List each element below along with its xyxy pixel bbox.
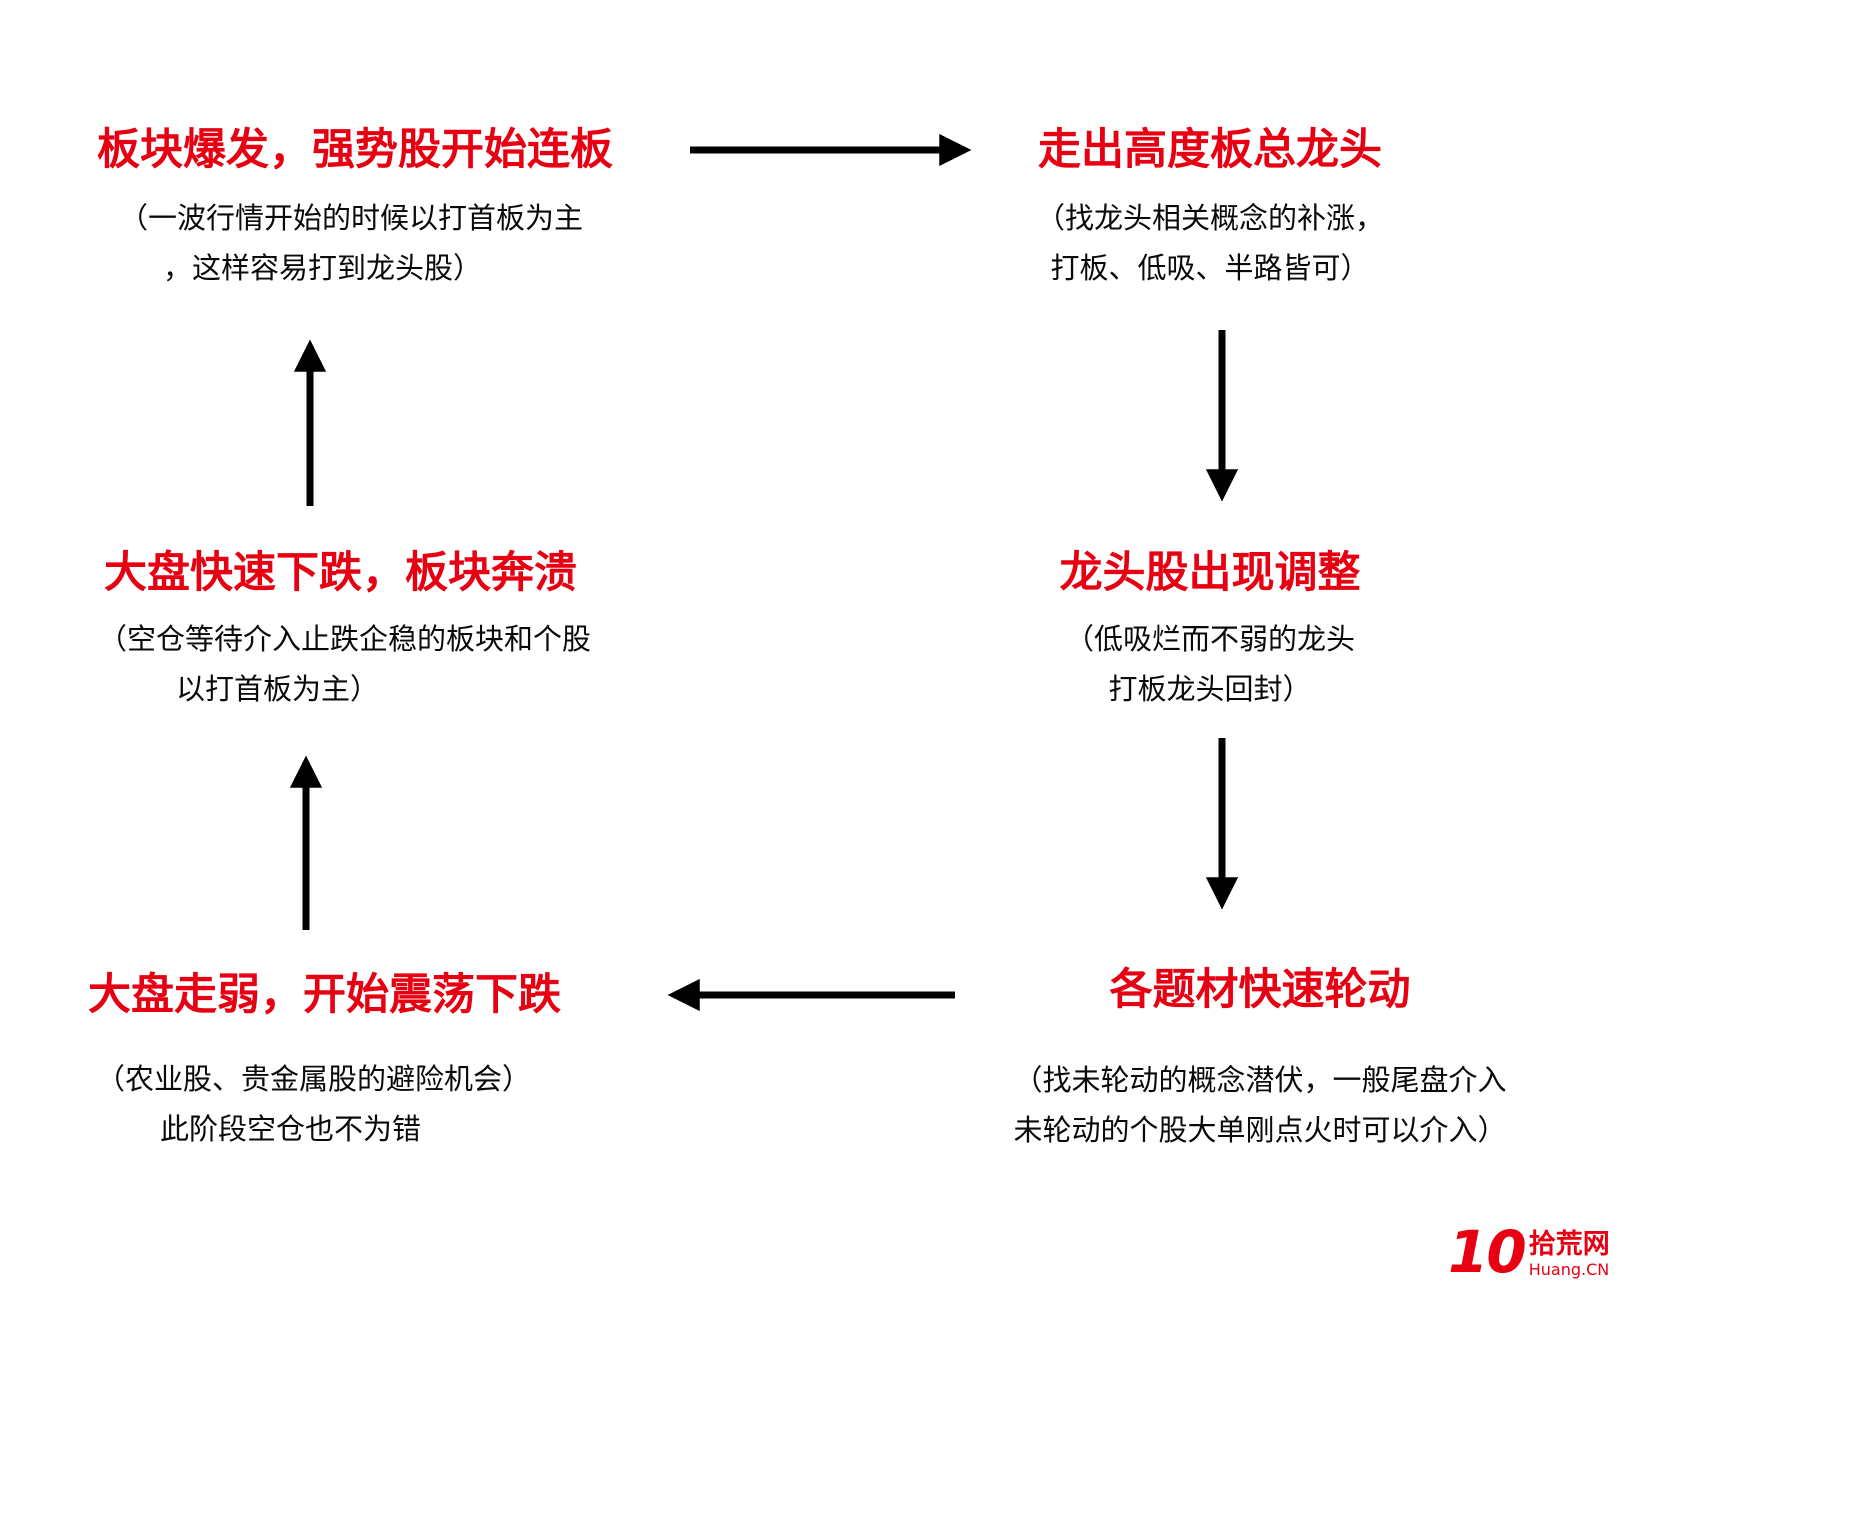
watermark-site-domain: Huang.CN <box>1528 1260 1610 1279</box>
node-subtitle-line: 打板龙头回封） <box>1108 672 1312 706</box>
node-themes-rotate: 各题材快速轮动 （找未轮动的概念潜伏，一般尾盘介入 未轮动的个股大单刚点火时可以… <box>975 955 1545 1155</box>
node-market-weakens: 大盘走弱，开始震荡下跌 （农业股、贵金属股的避险机会） 此阶段空仓也不为错 <box>88 960 618 1154</box>
watermark-text-column: 拾荒网 Huang.CN <box>1529 1230 1610 1280</box>
node-subtitle-line: 以打首板为主） <box>176 672 380 706</box>
node-title: 大盘快速下跌，板块奔溃 <box>104 548 577 598</box>
watermark: 10 拾荒网 Huang.CN <box>1448 1222 1610 1282</box>
node-subtitle-line: （空仓等待介入止跌企稳的板块和个股 <box>98 622 592 656</box>
node-sector-eruption: 板块爆发，强势股开始连板 （一波行情开始的时候以打首板为主 ，这样容易打到龙头股… <box>85 115 625 293</box>
node-subtitle-line: 此阶段空仓也不为错 <box>160 1112 422 1146</box>
node-subtitle-line: 打板、低吸、半路皆可） <box>1050 251 1370 285</box>
node-subtitle-line: ，这样容易打到龙头股） <box>163 251 483 285</box>
node-title: 板块爆发，强势股开始连板 <box>97 125 613 175</box>
node-title: 大盘走弱，开始震荡下跌 <box>88 970 561 1020</box>
node-market-crashes: 大盘快速下跌，板块奔溃 （空仓等待介入止跌企稳的板块和个股 以打首板为主） <box>88 538 648 714</box>
node-subtitle-line: （一波行情开始的时候以打首板为主 <box>119 201 584 235</box>
watermark-logo-number: 10 <box>1448 1218 1527 1286</box>
node-title: 走出高度板总龙头 <box>1038 125 1382 175</box>
watermark-site-name: 拾荒网 <box>1528 1229 1610 1260</box>
node-subtitle-line: （找未轮动的概念潜伏，一般尾盘介入 <box>1013 1063 1507 1097</box>
node-subtitle-line: （低吸烂而不弱的龙头 <box>1064 622 1355 656</box>
node-subtitle-line: （农业股、贵金属股的避险机会） <box>96 1062 532 1096</box>
node-subtitle-line: 未轮动的个股大单刚点火时可以介入） <box>1013 1113 1507 1147</box>
node-dragon-head-emerges: 走出高度板总龙头 （找龙头相关概念的补涨， 打板、低吸、半路皆可） <box>1020 115 1400 293</box>
node-dragon-head-adjusts: 龙头股出现调整 （低吸烂而不弱的龙头 打板龙头回封） <box>1020 538 1400 714</box>
node-title: 龙头股出现调整 <box>1059 548 1361 598</box>
node-title: 各题材快速轮动 <box>1109 965 1411 1015</box>
node-subtitle-line: （找龙头相关概念的补涨， <box>1035 201 1384 235</box>
